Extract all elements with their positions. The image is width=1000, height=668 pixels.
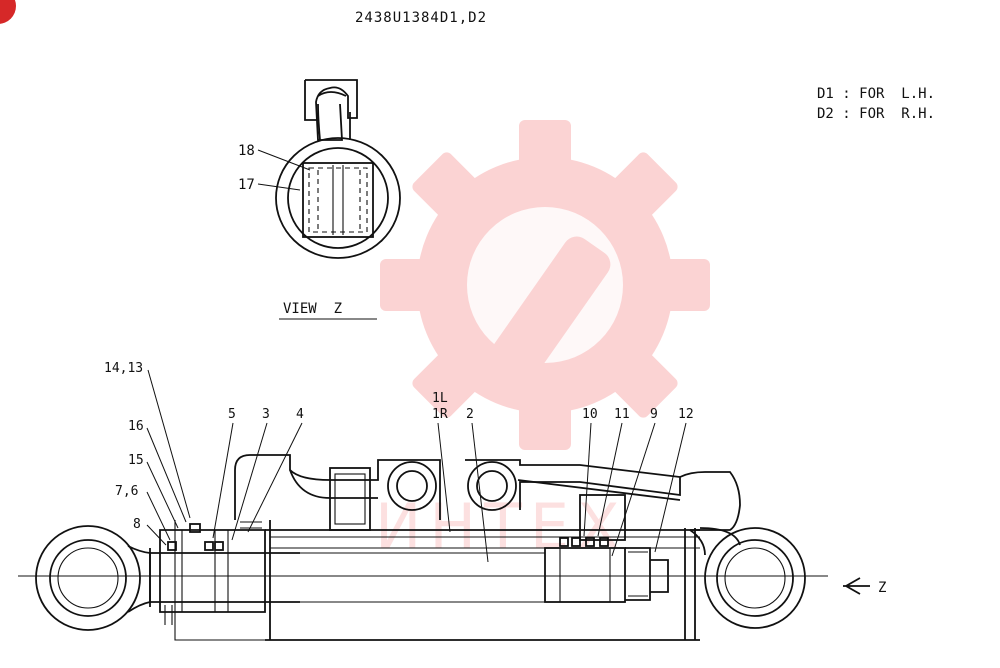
callout-z: Z (878, 580, 886, 596)
callout-18: 18 (238, 143, 255, 159)
callout-8: 8 (133, 517, 141, 532)
cylinder-main-view: Z 14,13 16 15 7,6 8 5 3 4 1L 1R 2 10 11 … (18, 361, 886, 641)
callout-4: 4 (296, 407, 304, 422)
callout-17: 17 (238, 177, 255, 193)
drawing-title: 2438U1384D1,D2 (355, 10, 487, 26)
callout-5: 5 (228, 407, 236, 422)
view-z-label: VIEW Z (283, 301, 342, 317)
callout-1l: 1L (432, 391, 448, 406)
note-d2: D2 : FOR R.H. (817, 106, 935, 122)
callout-12: 12 (678, 407, 694, 422)
callout-9: 9 (650, 407, 658, 422)
callout-11: 11 (614, 407, 630, 422)
callout-2: 2 (466, 407, 474, 422)
watermark-text: ИНТЕХ (375, 490, 628, 563)
watermark-gear-logo (380, 120, 710, 450)
callout-10: 10 (582, 407, 598, 422)
callout-7-6: 7,6 (115, 484, 138, 499)
callout-3: 3 (262, 407, 270, 422)
callout-14-13: 14,13 (104, 361, 143, 376)
callout-15: 15 (128, 453, 144, 468)
callout-1r: 1R (432, 407, 448, 422)
callout-16: 16 (128, 419, 144, 434)
view-z-detail: 18 17 VIEW Z (238, 79, 401, 320)
note-d1: D1 : FOR L.H. (817, 86, 935, 102)
corner-badge-icon (0, 0, 16, 24)
